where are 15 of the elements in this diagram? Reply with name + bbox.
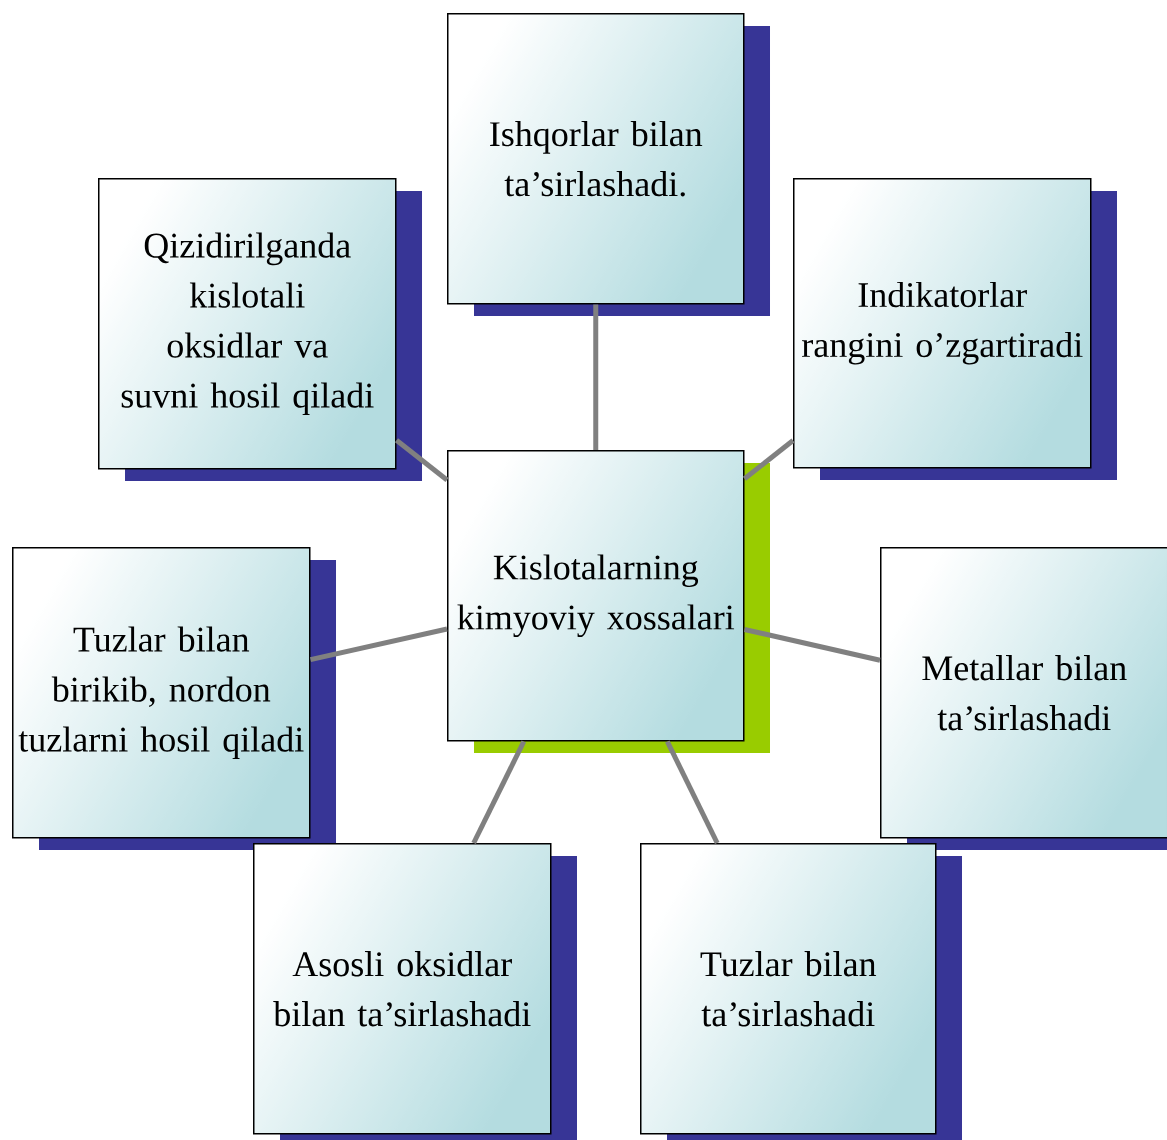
connector-line: [743, 627, 881, 663]
connector-line: [665, 740, 720, 845]
text-box: Tuzlar bilan ta’sirlashadi: [640, 843, 962, 1140]
text-box: Metallar bilan ta’sirlashadi: [880, 547, 1167, 850]
connector-line: [394, 438, 449, 482]
text-box: Indikatorlar rangini o’zgartiradi: [793, 178, 1117, 480]
connector-line: [742, 438, 795, 481]
text-box: Kislotalarning kimyoviy xossalari: [447, 450, 770, 753]
text-box: Tuzlar bilan birikib, nordon tuzlarni hosil qiladi: [12, 547, 336, 850]
text-box: Qizidirilganda kislotali oksidlar va suvni hosil qiladi: [98, 178, 422, 481]
text-box: Ishqorlar bilan ta’sirlashadi.: [447, 13, 770, 316]
connector-line: [471, 740, 527, 845]
connector-line: [309, 626, 448, 663]
text-box: Asosli oksidlar bilan ta’sirlashadi: [253, 843, 577, 1140]
connector-line: [593, 304, 599, 450]
